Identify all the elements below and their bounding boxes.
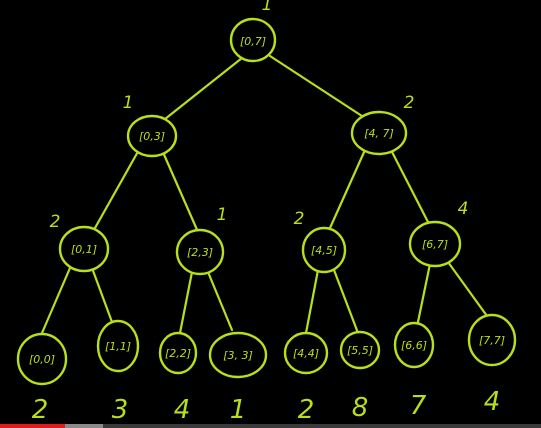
edge-0-3-right bbox=[160, 148, 200, 234]
node-0-3: [0,3] bbox=[126, 114, 178, 158]
node-4-5: [4,5] bbox=[301, 226, 347, 274]
edge-4-5-right bbox=[332, 268, 360, 335]
leaf-1-1: [1,1] bbox=[96, 319, 140, 373]
leaf-2-2-range: [2,2] bbox=[165, 347, 191, 360]
edge-4-5-left bbox=[304, 268, 320, 335]
node-6-7: [6,7] bbox=[408, 220, 462, 268]
edge-0-3-left bbox=[93, 146, 142, 230]
leaf-0-0-value: 2 bbox=[32, 395, 49, 425]
leaf-4-4: [4,4] bbox=[283, 331, 329, 375]
leaf-2-2-value: 4 bbox=[174, 395, 191, 425]
edge-root-left bbox=[158, 56, 244, 125]
edge-6-7-right bbox=[446, 260, 489, 318]
tree-edges bbox=[40, 54, 489, 335]
edge-root-right bbox=[268, 54, 367, 120]
leaf-0-0: [0,0] bbox=[16, 332, 68, 386]
node-0-1: [0,1] bbox=[58, 225, 110, 273]
node-4-5-value: 2 bbox=[294, 209, 305, 229]
edge-2-3-left bbox=[178, 270, 194, 335]
node-2-3-value: 1 bbox=[217, 205, 228, 225]
node-4-7: [4, 7] bbox=[350, 110, 408, 156]
leaf-6-6-range: [6,6] bbox=[401, 339, 427, 352]
node-root-range: [0,7] bbox=[240, 35, 266, 48]
node-4-7-value: 2 bbox=[404, 93, 415, 113]
leaf-3-3-value: 1 bbox=[230, 395, 247, 425]
leaf-5-5: [5,5] bbox=[339, 330, 381, 370]
leaf-4-4-range: [4,4] bbox=[293, 347, 319, 360]
video-progress-bar[interactable] bbox=[0, 424, 541, 428]
node-4-7-range: [4, 7] bbox=[364, 127, 394, 140]
node-root-value: 1 bbox=[262, 0, 273, 15]
node-4-5-range: [4,5] bbox=[311, 244, 337, 257]
leaf-5-5-range: [5,5] bbox=[347, 344, 373, 357]
edge-4-7-left bbox=[328, 148, 367, 230]
leaf-3-3-range: [3, 3] bbox=[223, 349, 253, 362]
leaf-0-0-range: [0,0] bbox=[29, 353, 55, 366]
leaf-7-7-range: [7,7] bbox=[479, 334, 505, 347]
leaf-7-7: [7,7] bbox=[467, 313, 517, 367]
leaf-4-4-value: 2 bbox=[298, 395, 315, 425]
edge-4-7-right bbox=[388, 146, 430, 224]
node-6-7-value: 4 bbox=[458, 199, 469, 219]
node-2-3-range: [2,3] bbox=[187, 246, 213, 259]
edge-2-3-right bbox=[206, 270, 234, 332]
edge-0-1-left bbox=[40, 266, 72, 335]
leaf-3-3: [3, 3] bbox=[208, 331, 268, 379]
node-0-1-range: [0,1] bbox=[71, 243, 97, 256]
leaf-6-6: [6,6] bbox=[393, 321, 435, 369]
node-2-3: [2,3] bbox=[175, 228, 225, 276]
leaf-1-1-value: 3 bbox=[112, 395, 129, 425]
node-6-7-range: [6,7] bbox=[422, 238, 448, 251]
leaf-1-1-range: [1,1] bbox=[105, 340, 131, 353]
edge-0-1-right bbox=[90, 266, 114, 324]
node-0-3-range: [0,3] bbox=[139, 130, 165, 143]
video-progress-played bbox=[0, 424, 65, 428]
node-0-3-value: 1 bbox=[123, 93, 134, 113]
leaf-5-5-value: 8 bbox=[352, 393, 369, 423]
leaf-7-7-value: 4 bbox=[484, 387, 501, 417]
leaf-2-2: [2,2] bbox=[158, 331, 198, 375]
leaf-6-6-value: 7 bbox=[410, 391, 427, 421]
edge-6-7-left bbox=[416, 262, 432, 324]
node-0-1-value: 2 bbox=[50, 212, 61, 232]
node-root: [0,7] bbox=[229, 17, 277, 63]
